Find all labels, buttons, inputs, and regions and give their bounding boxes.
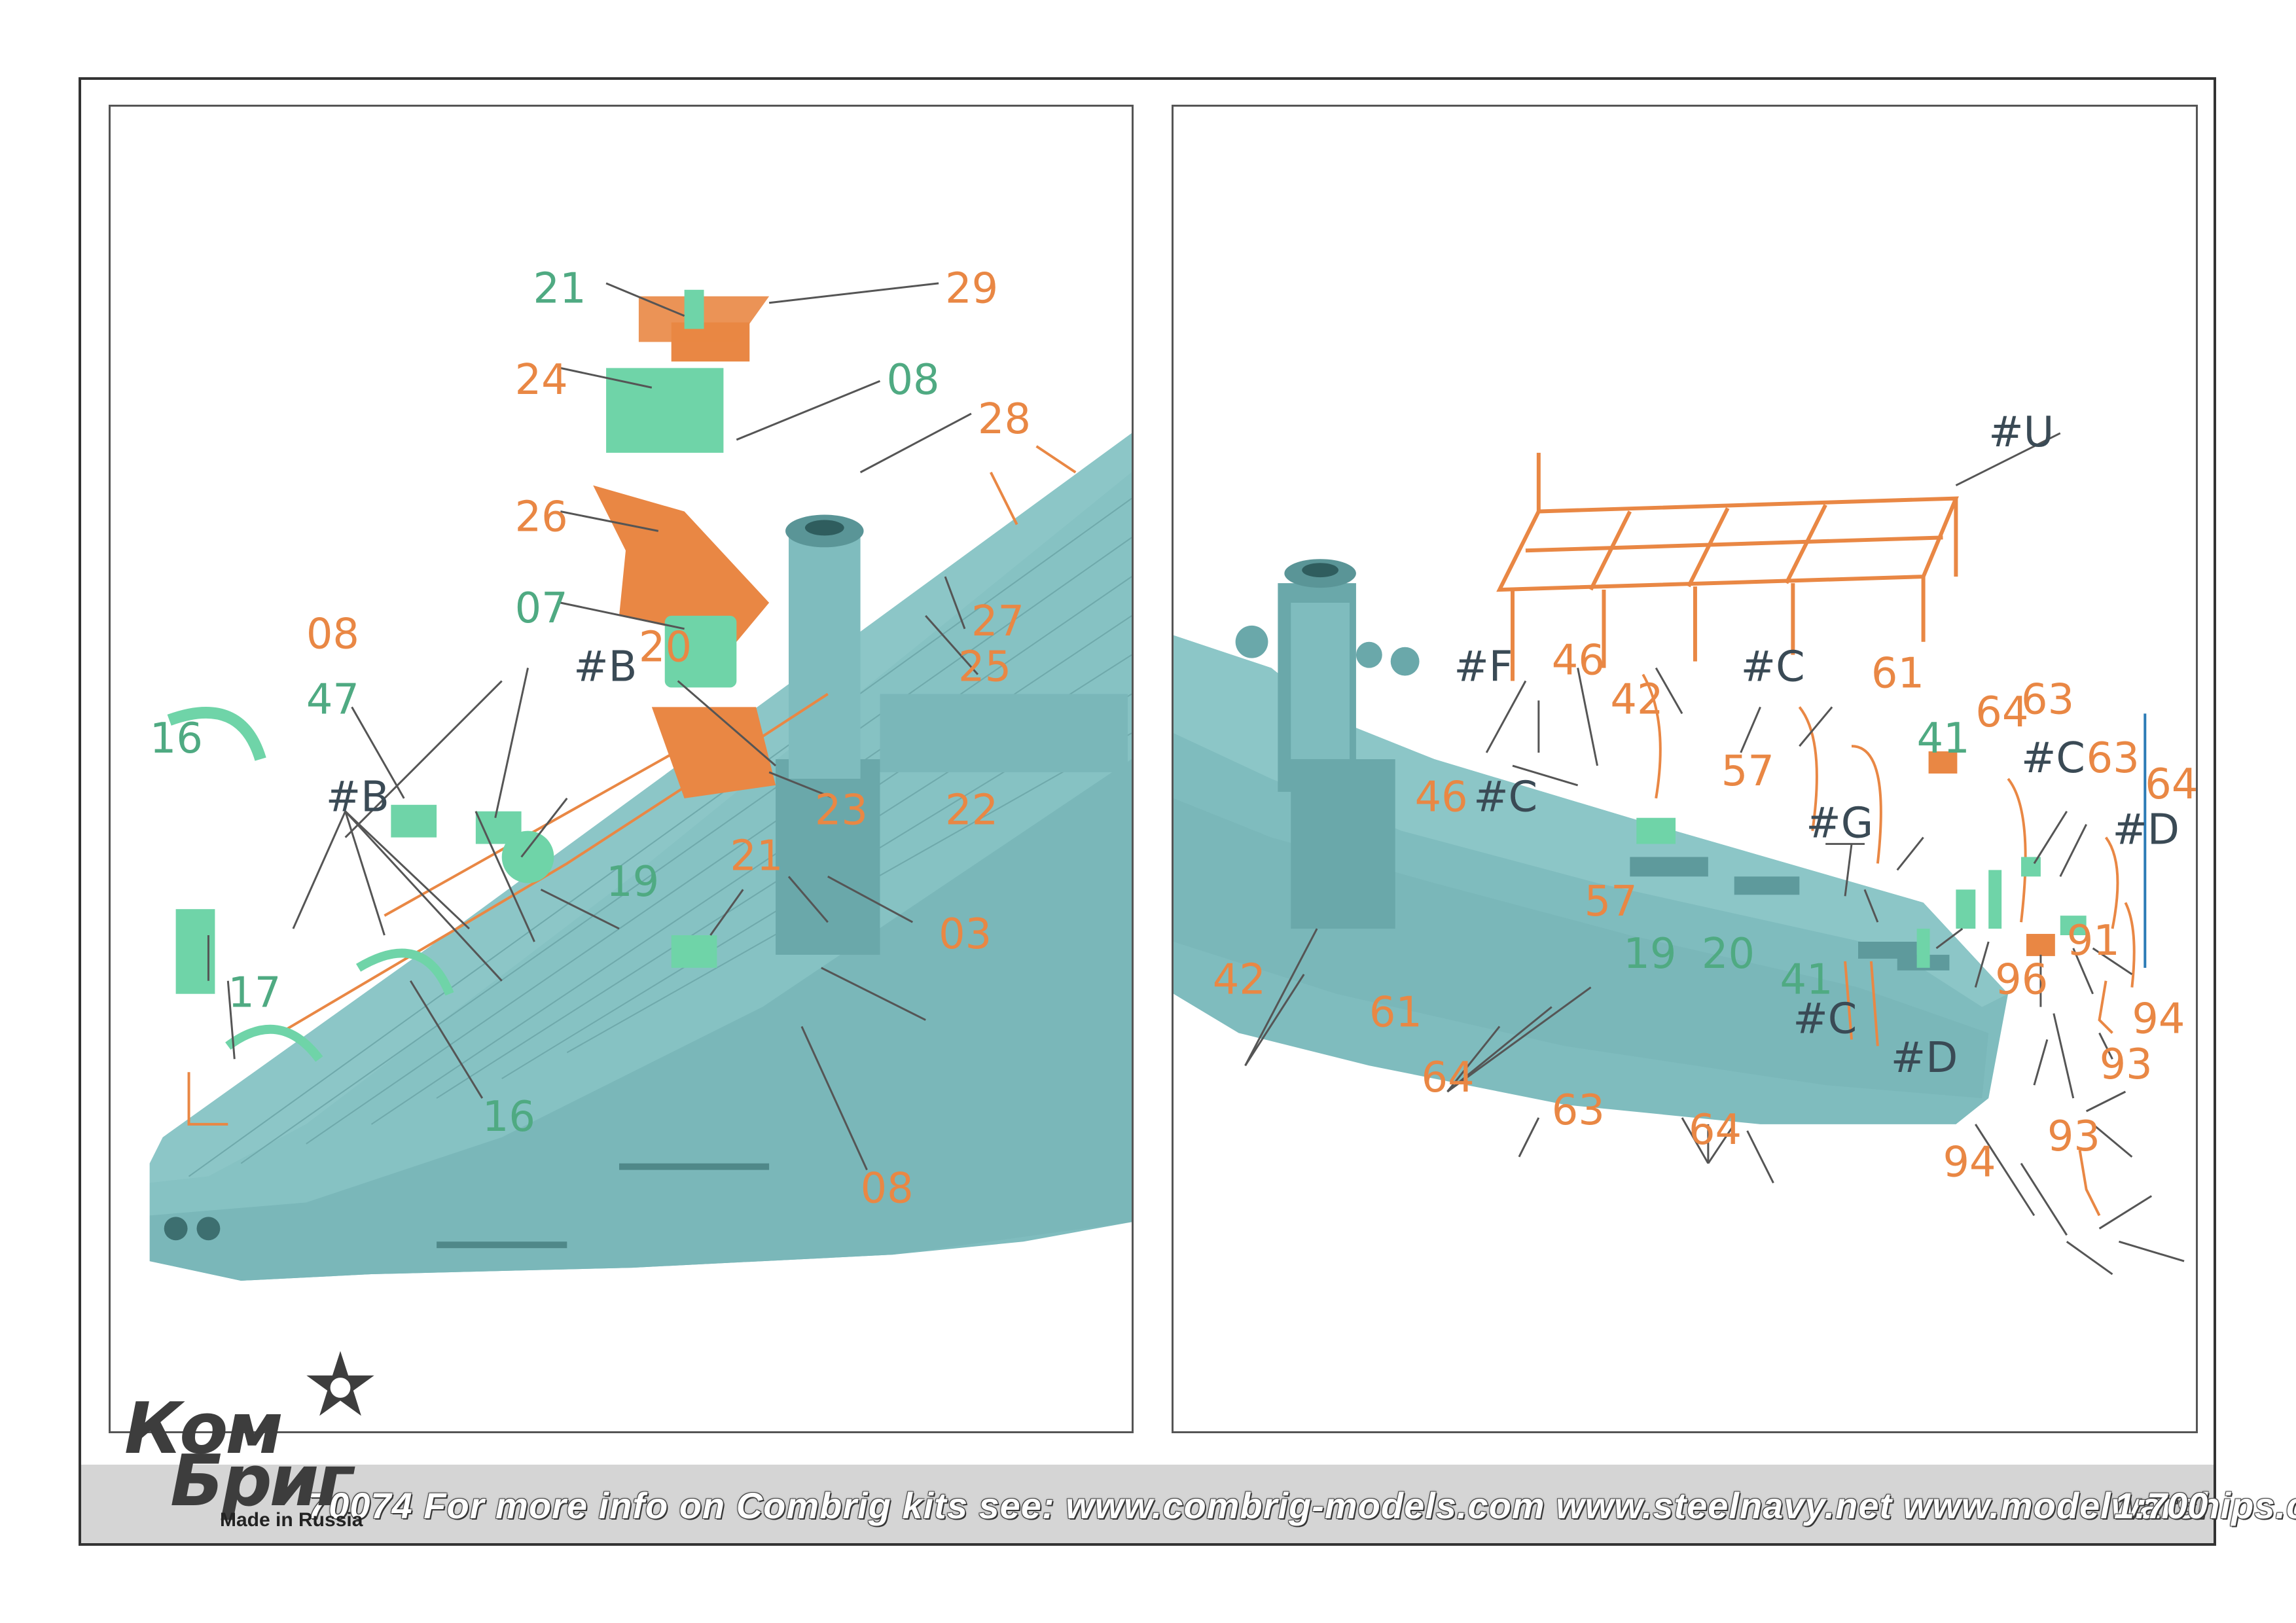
label-63-lower: 63 xyxy=(1552,1086,1605,1135)
photo-etch-details xyxy=(1641,673,2136,1217)
leader-lines xyxy=(207,282,979,1171)
label-96: 96 xyxy=(1995,956,2048,1005)
label-46-lower: 46 xyxy=(1415,774,1468,822)
label-19-green: 19 xyxy=(1623,930,1676,978)
label-21-green: 21 xyxy=(533,265,586,313)
made-in-russia: Made in Russia xyxy=(220,1509,363,1531)
stern-hull xyxy=(1174,559,2009,1124)
label-42-lower: 42 xyxy=(1213,956,1266,1005)
label-17-green: 17 xyxy=(228,969,281,1018)
stern-assembly-diagram: #U #F 46 42 #C 61 64 63 41 #C 63 64 57 4… xyxy=(1174,408,2196,1275)
label-20-green: 20 xyxy=(1702,930,1755,978)
label-41-lower-green: 41 xyxy=(1780,956,1833,1005)
footer-bar xyxy=(81,1465,2214,1543)
label-08-green: 08 xyxy=(886,356,939,404)
label-61-upper: 61 xyxy=(1871,649,1924,698)
label-C-left: #C xyxy=(1473,774,1537,822)
label-64-left: 64 xyxy=(1422,1054,1475,1102)
label-94-bottom: 94 xyxy=(1943,1139,1996,1187)
label-61-lower: 61 xyxy=(1369,988,1422,1037)
resin-parts xyxy=(1636,817,2087,968)
label-28: 28 xyxy=(978,395,1031,444)
bow-hull xyxy=(149,433,1132,1281)
label-08-upper: 08 xyxy=(306,611,359,659)
label-C-right: #C xyxy=(2021,734,2085,783)
awning-frame xyxy=(1496,452,1959,681)
label-93-right: 93 xyxy=(2100,1041,2153,1089)
label-B-upper: #B xyxy=(573,643,637,692)
scale-label: 1:700 xyxy=(2114,1485,2208,1526)
left-part-labels: 21 29 24 08 28 26 07 27 25 08 #B 20 47 1… xyxy=(150,265,1031,1213)
label-64-right: 64 xyxy=(2145,760,2196,809)
left-diagram-panel: 21 29 24 08 28 26 07 27 25 08 #B 20 47 1… xyxy=(109,105,1134,1433)
label-57-upper: 57 xyxy=(1721,747,1774,796)
label-19-green: 19 xyxy=(606,858,659,906)
label-C-top: #C xyxy=(1741,643,1805,692)
label-03: 03 xyxy=(939,910,992,959)
label-B-lower: #B xyxy=(326,774,389,822)
label-23: 23 xyxy=(815,787,868,835)
label-26: 26 xyxy=(515,493,568,541)
label-08-lower: 08 xyxy=(861,1164,914,1213)
label-91: 91 xyxy=(2067,917,2120,965)
bow-assembly-diagram: 21 29 24 08 28 26 07 27 25 08 #B 20 47 1… xyxy=(149,265,1132,1281)
label-64-lower: 64 xyxy=(1689,1106,1742,1154)
label-64-upper: 64 xyxy=(1975,688,2028,737)
label-D-right: #D xyxy=(2112,806,2179,855)
footer-info-text: 70074 For more info on Combrig kits see:… xyxy=(308,1485,2296,1526)
label-07-green: 07 xyxy=(515,584,568,633)
label-46-upper: 46 xyxy=(1552,637,1605,685)
star-icon xyxy=(306,1351,374,1416)
label-47-green: 47 xyxy=(306,675,359,724)
label-G: #G xyxy=(1806,800,1873,848)
label-93-bottom: 93 xyxy=(2047,1113,2100,1161)
label-42-upper: 42 xyxy=(1610,675,1663,724)
right-diagram-panel: #U #F 46 42 #C 61 64 63 41 #C 63 64 57 4… xyxy=(1172,105,2198,1433)
logo-line-1: Ком xyxy=(124,1388,283,1470)
label-21-orange: 21 xyxy=(730,832,783,880)
logo-line-2: Бриг xyxy=(170,1440,353,1522)
label-C-bottom: #C xyxy=(1793,995,1857,1043)
label-D-bottom: #D xyxy=(1891,1034,1958,1082)
label-27: 27 xyxy=(971,597,1024,646)
label-63-right: 63 xyxy=(2087,734,2140,783)
label-16-upper-green: 16 xyxy=(150,715,203,763)
page-frame xyxy=(79,77,2216,1546)
combrig-logo: Ком Бриг Made in Russia xyxy=(118,1348,374,1538)
label-25: 25 xyxy=(958,643,1011,692)
right-part-labels: #U #F 46 42 #C 61 64 63 41 #C 63 64 57 4… xyxy=(1213,408,2196,1187)
label-94-right: 94 xyxy=(2132,995,2185,1043)
label-63-upper: 63 xyxy=(2021,675,2074,724)
label-29: 29 xyxy=(945,265,998,313)
label-41-upper-green: 41 xyxy=(1917,715,1970,763)
label-22: 22 xyxy=(945,787,998,835)
label-F: #F xyxy=(1454,643,1513,692)
label-16-lower-green: 16 xyxy=(482,1093,535,1141)
label-U: #U xyxy=(1988,408,2054,457)
label-24: 24 xyxy=(515,356,568,404)
leader-lines-right xyxy=(1244,432,2185,1275)
label-57-lower: 57 xyxy=(1585,878,1638,926)
label-20: 20 xyxy=(639,624,692,672)
